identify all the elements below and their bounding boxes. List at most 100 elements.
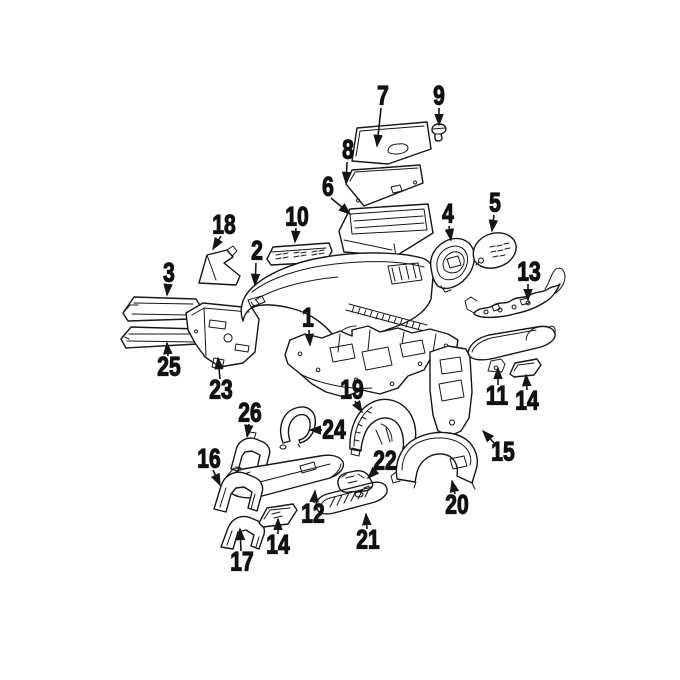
callout-14-left: 14 (266, 517, 291, 561)
callout-10-number: 10 (285, 202, 308, 232)
part-1-detail (297, 329, 449, 389)
part-20-detail (390, 437, 476, 490)
callout-21-number: 21 (356, 525, 379, 555)
callout-12-number: 12 (301, 499, 324, 529)
callout-8-arrow (341, 161, 352, 185)
callout-23: 23 (209, 356, 233, 406)
part-22-detail (341, 473, 370, 489)
callout-2-arrow (250, 262, 261, 287)
part-18-outline (198, 249, 241, 286)
callout-24: 24 (308, 414, 347, 446)
callout-4-arrow (444, 225, 455, 242)
callout-16: 16 (197, 443, 221, 487)
part-15-detail (436, 356, 465, 442)
callout-12: 12 (301, 489, 325, 530)
callout-10: 10 (285, 201, 309, 244)
callout-8-number: 8 (342, 135, 354, 165)
callout-16-arrow (210, 469, 221, 487)
part-18-detail (206, 245, 238, 281)
callout-2: 2 (250, 235, 263, 287)
part-5-speaker-grille (472, 232, 517, 269)
part-3-detail (122, 302, 194, 316)
callout-20: 20 (445, 479, 469, 521)
part-21-outline (315, 481, 388, 515)
part-16-outline (213, 471, 264, 513)
part-16-detail (219, 487, 256, 510)
callout-20-number: 20 (445, 490, 468, 520)
callout-8: 8 (341, 134, 354, 185)
part-5-detail (475, 242, 511, 266)
part-24-outline (279, 406, 316, 444)
part-6-detail (343, 208, 428, 257)
part-14-left-outline (258, 503, 298, 528)
callout-17: 17 (230, 527, 254, 578)
callout-3-number: 3 (163, 258, 175, 288)
callout-4: 4 (442, 198, 455, 242)
callout-5: 5 (489, 187, 501, 233)
part-11-detail (471, 325, 556, 373)
callout-6: 6 (322, 171, 352, 216)
callout-22-arrow (366, 466, 380, 480)
callout-25-number: 25 (157, 352, 180, 382)
part-14-right-plate (509, 358, 542, 378)
callout-10-arrow (291, 227, 301, 244)
callout-25: 25 (157, 341, 181, 383)
callout-19-number: 19 (340, 375, 363, 405)
callout-14-right: 14 (515, 373, 540, 417)
callout-16-number: 16 (197, 444, 220, 474)
callout-4-number: 4 (442, 199, 454, 229)
callout-26: 26 (238, 397, 262, 438)
callout-19-arrow (351, 399, 363, 414)
part-7-outline (351, 121, 432, 165)
part-20-outline (395, 431, 479, 484)
callout-25-arrow (163, 341, 173, 357)
part-25-trim-slat (120, 326, 207, 349)
callout-11: 11 (485, 366, 509, 412)
callout-1-arrow (304, 329, 315, 347)
part-8-glovebox-liner (345, 164, 424, 207)
callout-15: 15 (481, 429, 515, 468)
part-1-carrier-assembly (284, 325, 459, 398)
callout-15-number: 15 (491, 437, 514, 467)
part-8-detail (349, 167, 419, 203)
part-14-right-outline (509, 358, 542, 378)
part-6-vent-assembly (338, 203, 434, 257)
part-21-sill-plate (313, 481, 388, 515)
callout-23-number: 23 (209, 375, 232, 405)
callout-23-arrow (214, 356, 224, 380)
callout-1-number: 1 (302, 303, 314, 333)
part-22-highlighted-bracket (337, 470, 374, 493)
callout-18: 18 (212, 209, 236, 251)
part-9-outline (431, 123, 447, 142)
callout-6-arrow (330, 197, 352, 216)
callout-17-number: 17 (230, 547, 253, 577)
part-3-trim-slat (122, 296, 202, 322)
part-4-vent-bezel (429, 237, 475, 293)
callout-21: 21 (356, 512, 380, 556)
part-7-detail (355, 125, 425, 157)
callout-3: 3 (163, 257, 175, 297)
part-16-arch-bracket (213, 471, 264, 513)
callout-14-right-number: 14 (515, 386, 539, 416)
callout-14-left-number: 14 (266, 530, 290, 560)
part-17-arch-bracket (220, 515, 266, 550)
callout-22: 22 (366, 445, 397, 480)
part-22-outline (337, 470, 374, 493)
part-26-outline (230, 437, 271, 472)
part-9-fastener (431, 123, 447, 142)
callout-18-number: 18 (212, 210, 235, 240)
part-11-trim-panel (467, 325, 556, 373)
callout-17-arrow (235, 527, 246, 552)
part-5-outline (472, 232, 517, 269)
callout-9-number: 9 (433, 81, 445, 111)
callout-20-arrow (449, 479, 460, 495)
part-15-console-extension (429, 345, 473, 442)
part-8-outline (345, 164, 424, 207)
part-11-outline (467, 325, 556, 361)
callout-1: 1 (302, 302, 315, 347)
part-17-detail (226, 530, 260, 548)
part-21-detail (313, 486, 373, 512)
